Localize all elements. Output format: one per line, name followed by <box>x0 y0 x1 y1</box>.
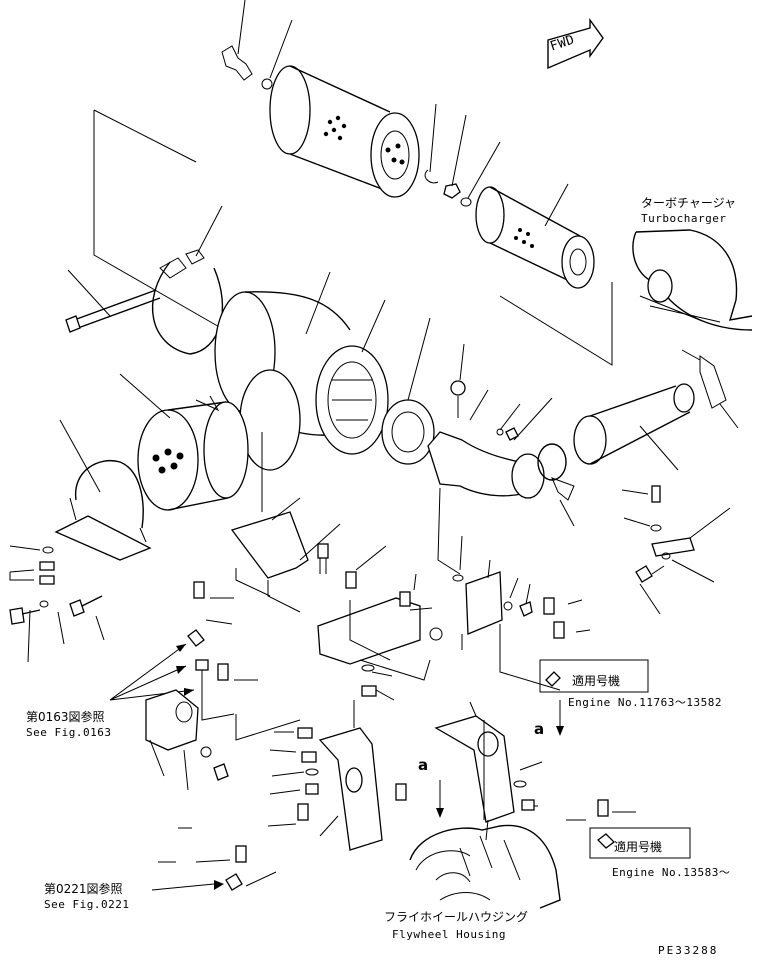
serial-box-1-label-en: Engine No.11763〜13582 <box>568 696 722 709</box>
serial-box-1-label-jp: 適用号機 <box>572 674 621 688</box>
fwd-arrow-sign <box>547 17 604 70</box>
turbocharger-body <box>632 229 753 331</box>
flywheel-housing-label-jp: フライホイールハウジング <box>384 910 529 924</box>
ref-0163-label-en: See Fig.0163 <box>26 726 112 739</box>
hose-clamp <box>537 443 575 527</box>
right-bottom-bolts <box>566 799 636 849</box>
ref-0221-label-en: See Fig.0221 <box>44 898 130 911</box>
flywheel-housing-outline <box>409 819 561 909</box>
intake-hose <box>573 349 739 471</box>
serial-box-2-frame <box>589 827 691 859</box>
elbow-pipe <box>427 431 545 575</box>
left-mount-bracket <box>267 700 407 851</box>
serial-box-2-label-en: Engine No.13583〜 <box>612 866 731 879</box>
view-arrows <box>436 700 564 818</box>
center-washers <box>361 664 395 701</box>
clamp-band <box>65 205 224 355</box>
bottom-left-bracket <box>145 689 301 791</box>
right-mount-bracket <box>434 701 543 823</box>
view-mark-a-right: a <box>534 720 545 738</box>
nut-washer-clip <box>424 103 501 207</box>
inner-element <box>475 183 595 289</box>
right-bracket <box>452 535 591 691</box>
drawing-number: PE33288 <box>658 944 719 957</box>
serial-box-1-part <box>545 671 561 687</box>
serial-box-1-frame <box>539 659 649 693</box>
right-bolts-bracket <box>621 485 731 615</box>
support-plate <box>317 545 443 681</box>
gasket <box>381 317 435 465</box>
fig0221-parts <box>151 845 277 891</box>
ref-0163-label-jp: 第0163図参照 <box>26 710 105 724</box>
air-cleaner-body <box>214 271 389 471</box>
left-small-parts <box>9 545 105 663</box>
turbocharger-label-jp: ターボチャージャ <box>641 196 737 210</box>
wing-bolt <box>221 0 293 90</box>
serial-box-2-label-jp: 適用号機 <box>614 840 663 854</box>
fig0163-pointers <box>109 643 195 701</box>
center-bracket <box>230 432 341 613</box>
dust-indicator <box>450 343 553 441</box>
dust-cup <box>119 373 249 511</box>
flywheel-housing-label-en: Flywheel Housing <box>392 928 506 941</box>
outer-element <box>269 65 420 198</box>
ref-0221-label-jp: 第0221図参照 <box>44 882 123 896</box>
view-mark-a-left: a <box>418 756 429 774</box>
turbocharger-label-en: Turbocharger <box>641 212 727 225</box>
band-strap <box>54 419 152 561</box>
fig0163-bolts <box>187 581 258 721</box>
